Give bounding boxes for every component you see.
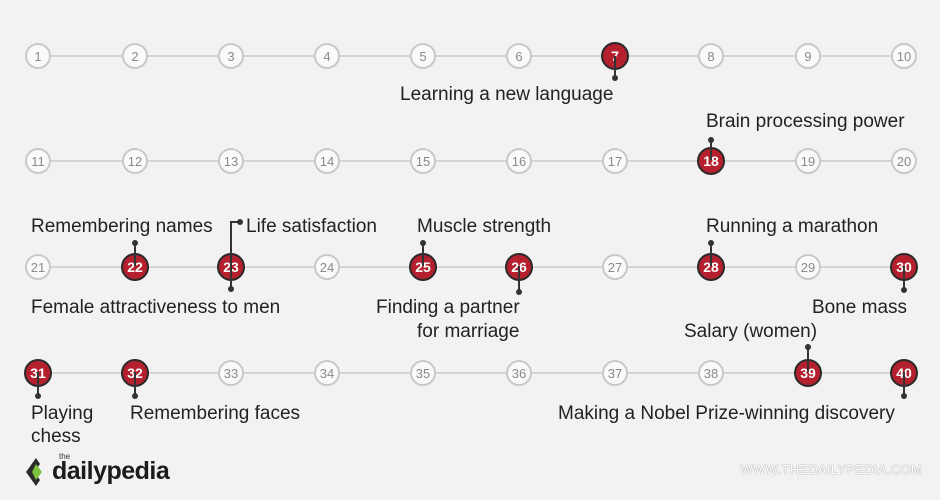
age-node-21: 21 xyxy=(25,254,51,280)
timeline-row-3 xyxy=(37,266,903,268)
connector-dot-18 xyxy=(708,137,714,143)
connector-dot-23-top xyxy=(237,219,243,225)
age-node-20: 20 xyxy=(891,148,917,174)
connector-dot-7 xyxy=(612,75,618,81)
label-nobel-prize: Making a Nobel Prize-winning discovery xyxy=(558,403,895,424)
connector-25 xyxy=(422,243,424,266)
connector-30 xyxy=(903,266,905,290)
label-salary-women: Salary (women) xyxy=(684,321,818,342)
label-bone-mass: Bone mass xyxy=(812,297,908,318)
label-learning-language: Learning a new language xyxy=(400,84,614,105)
label-playing-chess-line1: Playing xyxy=(31,403,94,424)
age-node-17: 17 xyxy=(602,148,628,174)
logo-wordmark: dailypedia xyxy=(52,457,170,485)
age-node-35: 35 xyxy=(410,360,436,386)
connector-dot-26 xyxy=(516,289,522,295)
connector-40 xyxy=(903,372,905,396)
connector-26 xyxy=(518,266,520,292)
connector-23-up xyxy=(230,222,232,266)
age-node-36: 36 xyxy=(506,360,532,386)
age-node-16: 16 xyxy=(506,148,532,174)
age-node-14: 14 xyxy=(314,148,340,174)
age-node-1: 1 xyxy=(25,43,51,69)
age-node-10: 10 xyxy=(891,43,917,69)
connector-dot-22 xyxy=(132,240,138,246)
connector-dot-30 xyxy=(901,287,907,293)
connector-18 xyxy=(710,140,712,160)
connector-31 xyxy=(37,372,39,396)
age-node-3: 3 xyxy=(218,43,244,69)
connector-dot-31 xyxy=(35,393,41,399)
age-node-33: 33 xyxy=(218,360,244,386)
website-url[interactable]: WWW.THEDAILYPEDIA.COM xyxy=(740,462,922,477)
age-node-11: 11 xyxy=(25,148,51,174)
age-node-13: 13 xyxy=(218,148,244,174)
age-node-38: 38 xyxy=(698,360,724,386)
label-remembering-names: Remembering names xyxy=(31,216,213,237)
logo-the-text: the xyxy=(59,452,71,461)
connector-23-down xyxy=(230,266,232,289)
age-node-19: 19 xyxy=(795,148,821,174)
timeline-row-2 xyxy=(37,160,903,162)
connector-dot-28 xyxy=(708,240,714,246)
age-node-9: 9 xyxy=(795,43,821,69)
timeline-row-1 xyxy=(37,55,903,57)
label-running-marathon: Running a marathon xyxy=(706,216,879,237)
age-node-2: 2 xyxy=(122,43,148,69)
connector-32 xyxy=(134,372,136,396)
connector-23-hook xyxy=(230,221,240,223)
age-node-34: 34 xyxy=(314,360,340,386)
age-node-4: 4 xyxy=(314,43,340,69)
timeline-row-4 xyxy=(37,372,903,374)
connector-dot-23-bottom xyxy=(228,286,234,292)
label-female-attractiveness: Female attractiveness to men xyxy=(31,297,281,318)
age-node-5: 5 xyxy=(410,43,436,69)
connector-28 xyxy=(710,243,712,266)
dailypedia-mark-icon xyxy=(26,458,42,486)
age-node-12: 12 xyxy=(122,148,148,174)
connector-22 xyxy=(134,243,136,266)
age-node-8: 8 xyxy=(698,43,724,69)
age-node-37: 37 xyxy=(602,360,628,386)
label-muscle-strength: Muscle strength xyxy=(417,216,552,237)
age-node-15: 15 xyxy=(410,148,436,174)
connector-dot-39 xyxy=(805,344,811,350)
age-node-27: 27 xyxy=(602,254,628,280)
label-finding-partner-line1: Finding a partner xyxy=(376,297,520,318)
age-node-6: 6 xyxy=(506,43,532,69)
label-finding-partner-line2: for marriage xyxy=(417,321,520,342)
age-node-24: 24 xyxy=(314,254,340,280)
connector-dot-32 xyxy=(132,393,138,399)
connector-dot-25 xyxy=(420,240,426,246)
label-playing-chess-line2: chess xyxy=(31,426,81,447)
age-node-29: 29 xyxy=(795,254,821,280)
label-brain-processing: Brain processing power xyxy=(706,111,905,132)
age-node-25: 25 xyxy=(409,253,437,281)
connector-dot-40 xyxy=(901,393,907,399)
connector-7 xyxy=(614,56,616,78)
connector-39 xyxy=(807,347,809,372)
label-life-satisfaction: Life satisfaction xyxy=(246,216,377,237)
label-remembering-faces: Remembering faces xyxy=(130,403,301,424)
